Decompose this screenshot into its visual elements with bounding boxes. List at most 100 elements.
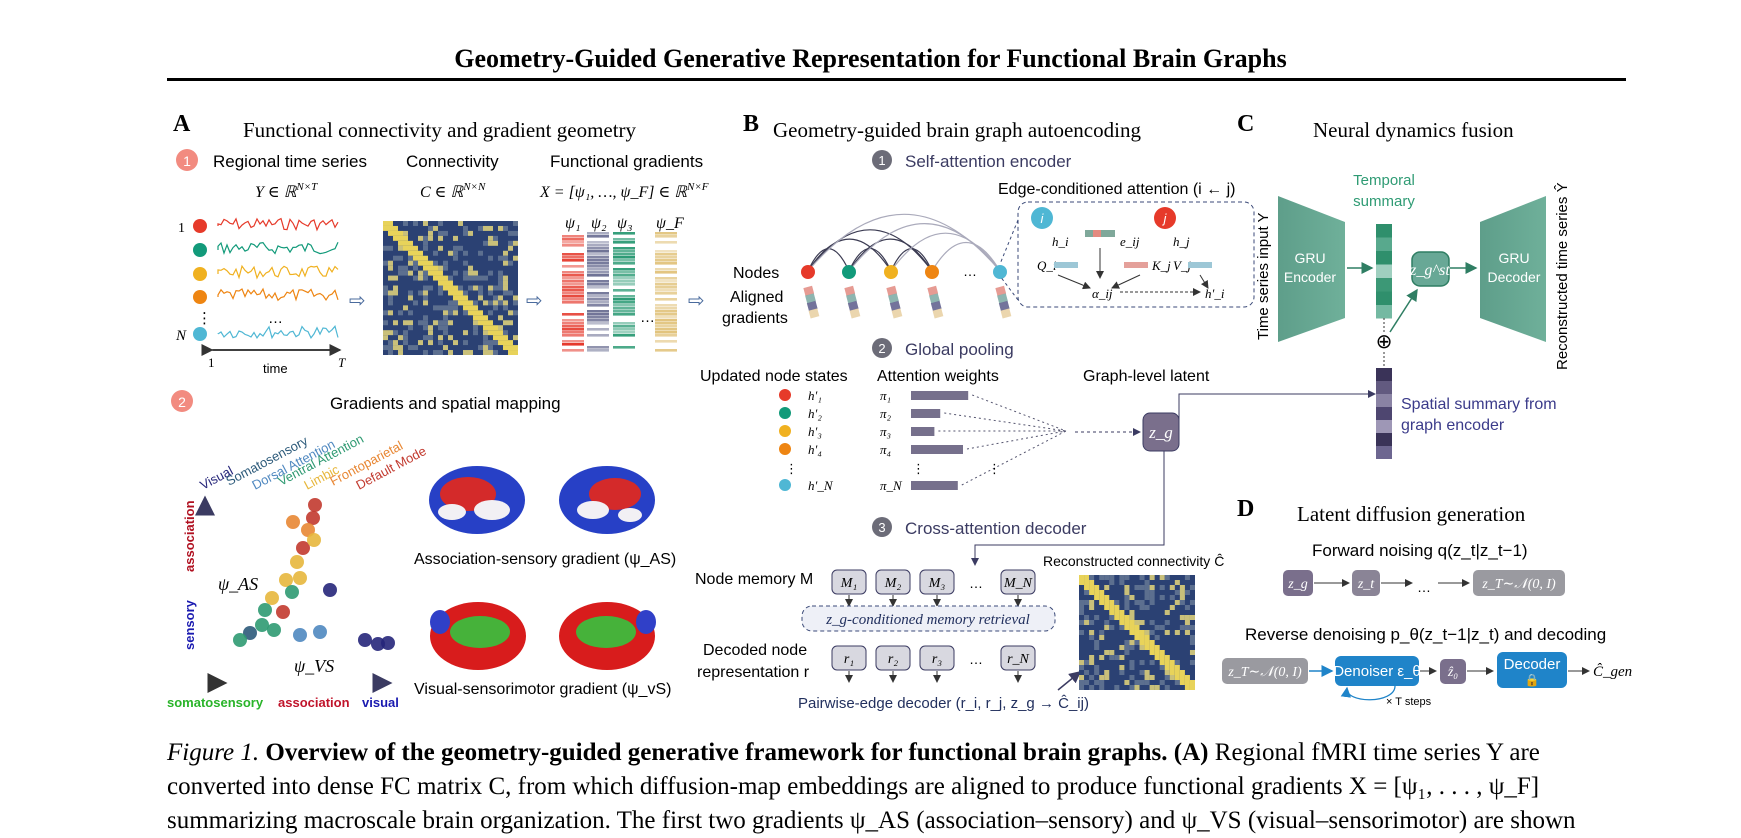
state-dot xyxy=(779,479,791,491)
fc-cell xyxy=(1124,640,1130,645)
gradient-stripe xyxy=(655,283,677,286)
fc-cell xyxy=(1134,630,1140,635)
scatter-point xyxy=(313,625,327,639)
fc-cell xyxy=(1104,605,1110,610)
gradient-stripe xyxy=(562,343,584,346)
scatter-point xyxy=(293,628,307,642)
fc-cell xyxy=(398,245,403,251)
fc-cell xyxy=(513,255,518,261)
attention-arc xyxy=(848,238,933,272)
fc-cell xyxy=(1139,620,1145,625)
gradient-stripe xyxy=(655,307,677,310)
psi-vs-label: ψ_VS xyxy=(294,656,334,676)
fc-cell xyxy=(1174,600,1180,605)
fc-cell xyxy=(1184,605,1190,610)
pairwise-decoder-label: Pairwise-edge decoder (r_i, r_j, z_g → Ĉ… xyxy=(798,695,1089,712)
temporal-cell xyxy=(1376,305,1392,319)
fc-cell xyxy=(388,340,393,346)
fc-cell xyxy=(1149,650,1155,655)
decoder-label: Decoder xyxy=(1504,656,1561,673)
fc-cell xyxy=(1149,640,1155,645)
scatter-point xyxy=(258,603,272,617)
fc-cell xyxy=(478,225,483,231)
v-j: V_j xyxy=(1173,258,1191,273)
col2-math: C ∈ ℝN×N xyxy=(420,181,486,201)
fc-cell xyxy=(428,270,433,276)
fc-cell xyxy=(488,270,493,276)
gradient-stripe xyxy=(613,301,635,304)
fc-cell xyxy=(1079,685,1085,690)
scatter-point xyxy=(255,618,269,632)
gradient-stripe xyxy=(655,322,677,325)
r-slot-label: r₂ xyxy=(888,652,898,667)
fc-cell xyxy=(1144,595,1150,600)
aligned-gradient-chip xyxy=(847,300,859,311)
caption-tag-a: (A) xyxy=(1173,739,1209,766)
scatter-point xyxy=(276,605,290,619)
gradient-stripe xyxy=(587,334,609,337)
memory-slot-box xyxy=(875,569,911,595)
fc-cell xyxy=(508,340,513,346)
fc-cell xyxy=(1144,590,1150,595)
fc-cell xyxy=(1184,680,1190,685)
attention-arc xyxy=(807,238,892,272)
fc-cell xyxy=(1184,685,1190,690)
gradient-stripe xyxy=(655,340,677,343)
panel-b-letter: B xyxy=(743,111,759,137)
fc-cell xyxy=(1144,645,1150,650)
fc-cell xyxy=(1094,615,1100,620)
gradient-stripe xyxy=(613,277,635,280)
step-b1-title: Self-attention encoder xyxy=(905,152,1072,171)
fc-cell xyxy=(413,221,418,226)
fc-cell xyxy=(453,310,458,316)
state-label: h′₂ xyxy=(808,406,822,421)
fc-cell xyxy=(1174,665,1180,670)
fc-cell xyxy=(448,275,453,281)
fc-cell xyxy=(1159,650,1165,655)
fc-cell xyxy=(383,330,388,336)
caption-line1-rest: Regional fMRI time series Y are xyxy=(1214,739,1540,766)
fc-cell xyxy=(473,330,478,336)
gradient-stripe xyxy=(655,289,677,292)
zoom-line-1 xyxy=(999,219,1019,265)
fc-cell xyxy=(438,280,443,286)
gradient-stripe xyxy=(655,292,677,295)
fc-cell xyxy=(443,330,448,336)
fc-cell xyxy=(413,300,418,306)
gradient-stripe xyxy=(562,235,584,238)
fc-cell xyxy=(478,310,483,316)
graph-node xyxy=(842,265,856,279)
memory-slot-dots: … xyxy=(969,575,983,591)
fc-cell xyxy=(393,290,398,296)
fc-cell xyxy=(1164,630,1170,635)
fc-cell xyxy=(503,320,508,326)
col1-math: Y ∈ ℝN×T xyxy=(255,181,318,201)
fc-cell xyxy=(1149,685,1155,690)
fc-cell xyxy=(503,290,508,296)
gradient-stripe xyxy=(613,328,635,331)
fc-cell xyxy=(388,221,393,226)
fc-cell xyxy=(1129,630,1135,635)
scatter-point xyxy=(243,626,257,640)
memory-slot-box xyxy=(919,569,955,595)
h-i-prime: h′_i xyxy=(1205,286,1225,301)
gradient-stripe xyxy=(655,268,677,271)
gradient-stripe xyxy=(587,247,609,250)
gradient-stripe xyxy=(655,256,677,259)
brain-vs-caption: Visual-sensorimotor gradient (ψ_vS) xyxy=(414,681,671,698)
fc-cell xyxy=(438,350,443,355)
fc-cell xyxy=(483,330,488,336)
e-ij: e_ij xyxy=(1120,234,1140,249)
fc-cell xyxy=(468,265,473,271)
gradient-stripe xyxy=(562,298,584,301)
fc-cell xyxy=(478,250,483,256)
fc-cell xyxy=(443,275,448,281)
col3-title: Functional gradients xyxy=(550,152,703,171)
fc-cell xyxy=(393,320,398,326)
scatter-point xyxy=(296,541,310,555)
fc-cell xyxy=(1109,625,1115,630)
aligned-gradient-chip xyxy=(891,308,903,319)
fc-cell xyxy=(388,225,393,231)
panel-a-title: Functional connectivity and gradient geo… xyxy=(243,118,637,142)
fc-cell xyxy=(1129,665,1135,670)
